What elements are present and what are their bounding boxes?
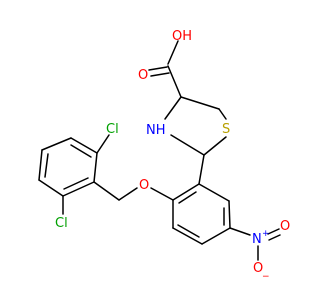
bond-c-oh [167,40,179,65]
atom-nitro-o-right-label: O [280,219,290,234]
atom-s-label: S [222,122,230,137]
bond-bz-c [41,137,72,151]
atom-nitro-n-label: N [252,232,262,247]
bond-c4-c5 [180,96,220,110]
atom-ether-o-label: O [139,178,149,193]
bond-n-o-double-b [268,234,281,241]
bond-n-o-double-a [267,228,280,235]
bond-c-cring [167,65,182,98]
atom-cl-bottom-label: Cl [55,216,68,231]
bond-c-no2 [229,227,251,236]
bond-bz-inner-3 [63,177,89,190]
bond-bz-d [38,149,43,181]
bond-bz-f [62,181,95,197]
bond-c2-aryl [198,154,205,185]
structure-canvas: OH O NH S O Cl Cl N + O O − [38,29,290,282]
bond-s-c2 [203,136,227,156]
bond-bz-a [93,152,98,183]
bond-aryl-o [150,187,174,201]
bond-ring-inner-2 [177,224,200,238]
atom-nitro-minus-label: − [262,272,270,282]
atom-nitro-plus-label: + [262,229,270,239]
bond-o-ch2 [118,187,138,201]
bond-n-c4 [164,96,182,120]
bond-ring-d [172,227,203,245]
bond-c-o-double-a [148,66,168,71]
bond-c5-s [218,108,227,120]
bond-c2-n [170,134,205,156]
atom-oh-label: OH [172,29,192,44]
atom-nitro-o-bottom-label: O [253,261,263,276]
bond-bz-inner-1 [70,144,92,158]
atom-nh-label: NH [146,123,166,138]
bond-ring-f [172,183,200,201]
bond-ch2-benzyl [93,181,120,201]
bond-bz-e [38,179,64,197]
atom-cl-top-label: Cl [106,122,119,137]
bond-ring-b [228,200,231,229]
molecule-diagram: OH O NH S O Cl Cl N + O O − [38,29,290,282]
bond-ring-inner-3 [178,191,197,204]
bond-bz-b [70,137,98,154]
bond-ring-a [198,183,230,202]
bond-c-o-double-b [150,72,170,77]
bond-bz-inner-2 [44,153,49,178]
bond-ring-c [201,227,231,245]
atom-carbonyl-o-label: O [138,68,148,83]
bond-c-cl-top [96,134,110,154]
